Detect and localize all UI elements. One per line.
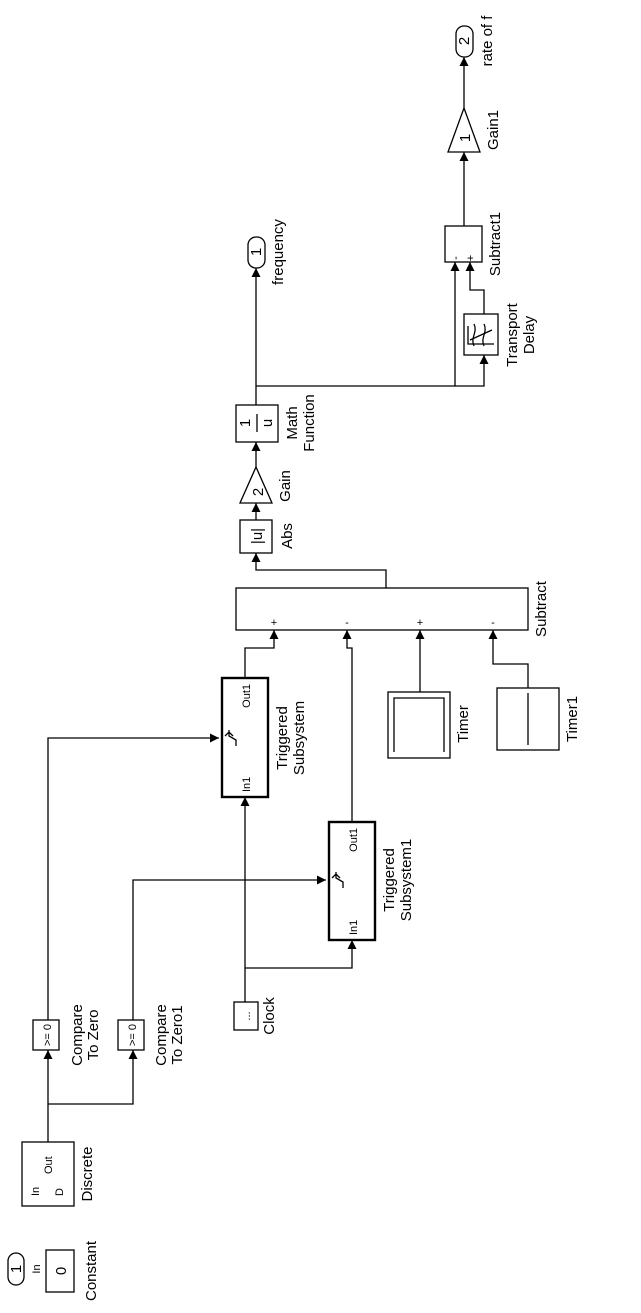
outport-rate-of-f-number: 2 bbox=[456, 37, 473, 45]
clock-block[interactable]: ... Clock bbox=[233, 997, 278, 1035]
abs-symbol: |u| bbox=[249, 528, 266, 544]
timer-block[interactable]: Timer bbox=[387, 691, 472, 759]
triggered-subsystem-in1: In1 bbox=[241, 777, 253, 792]
triggered-subsystem1-out1: Out1 bbox=[348, 828, 360, 852]
compare-to-zero-expr: >= 0 bbox=[42, 1024, 54, 1046]
subtract-sign-2: - bbox=[345, 617, 349, 629]
compare-to-zero1-label-1: Compare bbox=[153, 1004, 170, 1066]
subtract-sign-4: - bbox=[491, 617, 495, 629]
compare-to-zero-block[interactable]: >= 0 Compare To Zero bbox=[32, 1004, 102, 1066]
outport-rate-of-f-label: rate of f bbox=[479, 15, 496, 67]
triggered-subsystem-out1: Out1 bbox=[241, 684, 253, 708]
gain-label: Gain bbox=[277, 470, 294, 502]
math-function-label-1: Math bbox=[284, 406, 301, 439]
math-function-label-2: Function bbox=[301, 394, 318, 452]
triggered-subsystem1-in1: In1 bbox=[348, 920, 360, 935]
timer1-block[interactable]: Timer1 bbox=[496, 687, 581, 751]
gain1-label: Gain1 bbox=[485, 110, 502, 150]
outport-rate-of-f[interactable]: 2 rate of f bbox=[455, 15, 496, 67]
clock-label: Clock bbox=[261, 997, 278, 1035]
gain-block[interactable]: 2 Gain bbox=[238, 465, 294, 504]
subtract1-label: Subtract1 bbox=[487, 212, 504, 276]
outport-frequency-label: frequency bbox=[270, 219, 287, 285]
math-function-denominator: u bbox=[259, 419, 276, 427]
discrete-label: Discrete bbox=[79, 1146, 96, 1201]
subtract1-block[interactable]: - + Subtract1 bbox=[444, 212, 504, 276]
abs-label: Abs bbox=[279, 523, 296, 549]
subtract-label: Subtract bbox=[533, 580, 550, 637]
compare-to-zero1-expr: >= 0 bbox=[127, 1024, 139, 1046]
triggered-subsystem-label-1: Triggered bbox=[274, 706, 291, 770]
subtract-sign-3: + bbox=[417, 617, 423, 629]
subtract-block[interactable]: + - + - Subtract bbox=[235, 580, 550, 637]
constant-label: Constant bbox=[83, 1240, 100, 1301]
gain1-value: 1 bbox=[457, 134, 474, 142]
triggered-subsystem-label-2: Subsystem bbox=[291, 701, 308, 775]
transport-delay-label-2: Delay bbox=[521, 315, 538, 354]
wires bbox=[43, 56, 529, 1142]
constant-value: 0 bbox=[53, 1267, 70, 1275]
compare-to-zero-label-1: Compare bbox=[69, 1004, 86, 1066]
timer-label: Timer bbox=[455, 705, 472, 743]
triggered-subsystem1-label-1: Triggered bbox=[381, 848, 398, 912]
trigger-rising-edge-icon bbox=[331, 872, 344, 888]
outport-frequency[interactable]: 1 frequency bbox=[247, 219, 287, 285]
transport-delay-block[interactable]: Transport Delay bbox=[463, 302, 538, 367]
gain-value: 2 bbox=[250, 488, 267, 496]
compare-to-zero1-label-2: To Zero1 bbox=[169, 1005, 186, 1064]
triggered-subsystem1-label-2: Subsystem1 bbox=[398, 839, 415, 922]
subtract1-sign-2: + bbox=[465, 255, 477, 261]
inport-1-label: In bbox=[31, 1264, 43, 1273]
compare-to-zero-label-2: To Zero bbox=[85, 1010, 102, 1061]
transport-delay-label-1: Transport bbox=[504, 302, 521, 366]
abs-block[interactable]: |u| Abs bbox=[239, 519, 296, 554]
subtract-sign-1: + bbox=[271, 617, 277, 629]
discrete-block[interactable]: In D Out Discrete bbox=[21, 1141, 96, 1207]
discrete-d-port: D bbox=[54, 1188, 66, 1196]
triggered-subsystem1-block[interactable]: In1 Out1 Triggered Subsystem1 bbox=[327, 820, 415, 942]
discrete-in-port: In bbox=[30, 1187, 42, 1196]
gain1-block[interactable]: 1 Gain1 bbox=[447, 106, 502, 153]
math-function-numerator: 1 bbox=[237, 419, 254, 427]
inport-1-number: 1 bbox=[8, 1265, 25, 1273]
trigger-rising-edge-icon bbox=[224, 730, 237, 746]
math-function-block[interactable]: 1 u Math Function bbox=[235, 394, 318, 452]
subtract1-sign-1: - bbox=[450, 256, 462, 260]
timer1-label: Timer1 bbox=[564, 696, 581, 742]
constant-block[interactable]: 0 Constant bbox=[45, 1240, 100, 1301]
clock-icon: ... bbox=[241, 1011, 253, 1020]
timer-step-icon bbox=[393, 697, 445, 752]
triggered-subsystem-block[interactable]: In1 Out1 Triggered Subsystem bbox=[220, 676, 308, 799]
outport-frequency-number: 1 bbox=[248, 248, 265, 256]
inport-1[interactable]: 1 In bbox=[7, 1252, 43, 1286]
compare-to-zero1-block[interactable]: >= 0 Compare To Zero1 bbox=[117, 1004, 186, 1066]
transport-delay-icon bbox=[467, 323, 494, 347]
discrete-out-port: Out bbox=[43, 1156, 55, 1174]
